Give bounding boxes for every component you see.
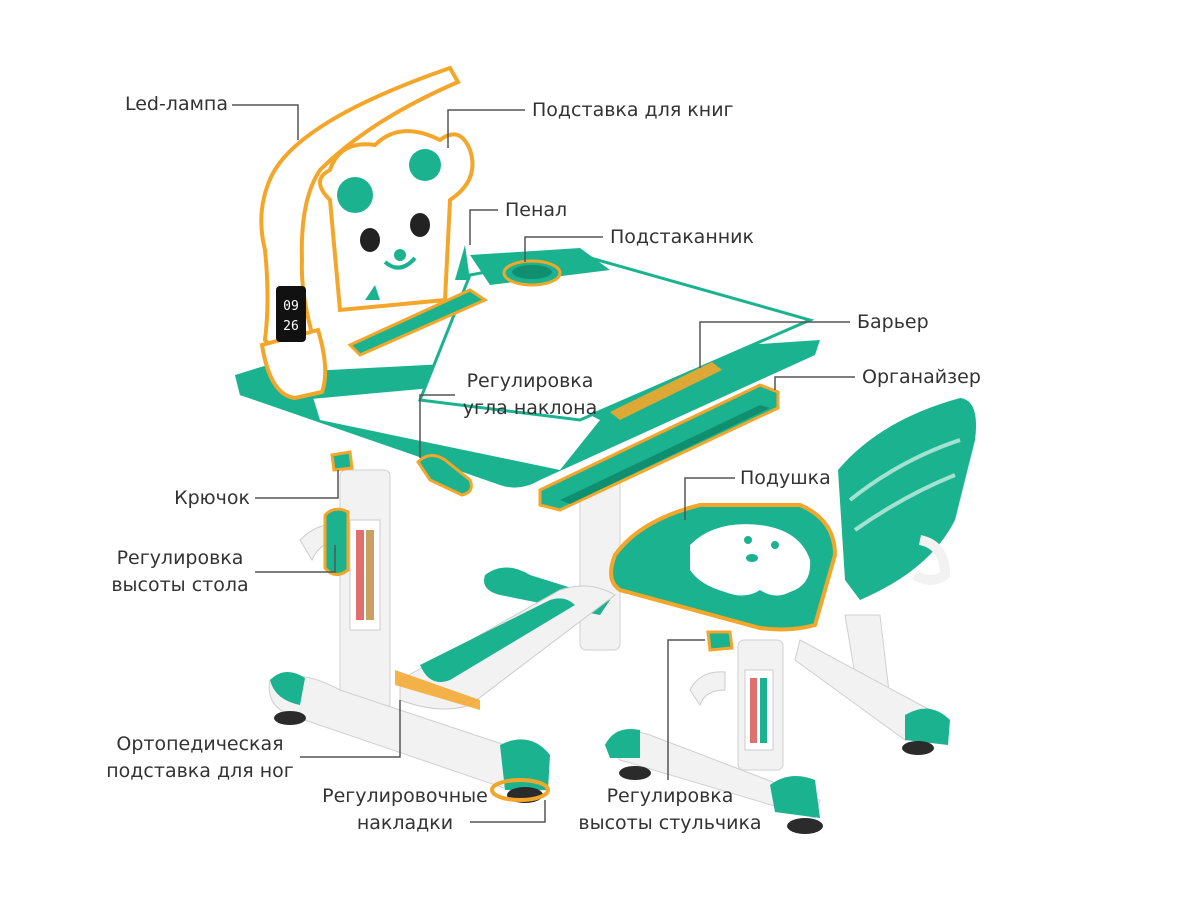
barrier [610, 362, 722, 420]
adjustment-pad [490, 778, 550, 802]
label-chair-height-line2: высоты стульчика [578, 812, 762, 834]
label-cup-holder: Подстаканник [610, 226, 754, 248]
label-pads-line1: Регулировочные [322, 785, 488, 807]
label-led-lamp: Led-лампа [124, 93, 228, 115]
cup-holder [502, 259, 562, 287]
chair-base [604, 639, 950, 834]
chair-back [838, 398, 976, 600]
chair-seat-cushion [609, 503, 838, 632]
label-footrest-line1: Ортопедическая [116, 733, 284, 755]
label-pads-line2: накладки [356, 812, 454, 834]
label-book-stand: Подставка для книг [532, 99, 734, 121]
book-stand [318, 129, 475, 313]
label-footrest-line2: подставка для ног [106, 760, 294, 782]
label-tilt-line2: угла наклона [462, 397, 598, 419]
leader-lines [232, 104, 855, 823]
label-cushion: Подушка [740, 467, 831, 489]
label-pencil-case: Пенал [505, 199, 568, 221]
label-chair-height-line1: Регулировка [606, 785, 734, 807]
led-lamp: 09 26 [259, 65, 461, 401]
footrest [395, 585, 616, 710]
label-table-height-line2: высоты стола [111, 574, 249, 596]
tilt-adjuster [416, 454, 473, 497]
table-top [235, 248, 820, 488]
label-organizer: Органайзер [862, 366, 981, 388]
lamp-display-minutes: 26 [283, 319, 299, 334]
table-height-knob [323, 507, 350, 576]
table-left-leg [339, 469, 391, 711]
pencil-case [347, 288, 489, 357]
lamp-display-hours: 09 [283, 299, 299, 314]
label-barrier: Барьер [857, 311, 929, 333]
bear-face-icon [690, 524, 811, 596]
label-hook: Крючок [174, 487, 250, 509]
hook [330, 450, 354, 472]
label-table-height-line1: Регулировка [116, 547, 244, 569]
label-tilt-line1: Регулировка [466, 370, 594, 392]
table-left-base [268, 671, 550, 803]
organizer-drawer [538, 383, 780, 512]
lamp-display [276, 286, 306, 342]
chair-height-knob [689, 630, 734, 707]
